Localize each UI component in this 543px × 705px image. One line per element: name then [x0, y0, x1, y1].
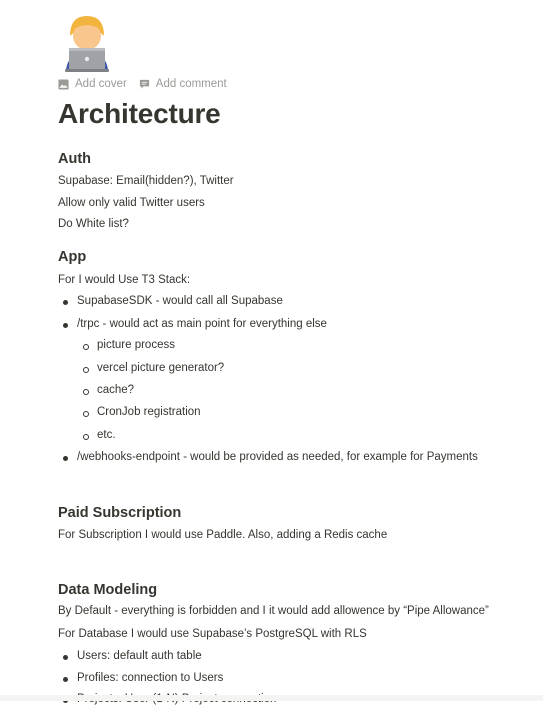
- data-modeling-heading[interactable]: Data Modeling: [58, 582, 158, 598]
- list-item-text: Profiles: connection to Users: [77, 672, 224, 684]
- bullet-icon: [63, 677, 68, 682]
- paid-subscription-text[interactable]: For Subscription I would use Paddle. Als…: [58, 529, 388, 541]
- add-comment-label: Add comment: [155, 78, 227, 90]
- image-icon: [58, 78, 69, 90]
- auth-heading[interactable]: Auth: [58, 151, 92, 167]
- list-item-text: cache?: [97, 384, 135, 396]
- add-cover-button[interactable]: Add cover: [58, 78, 127, 90]
- bullet-icon: [63, 300, 68, 305]
- auth-line[interactable]: Supabase: Email(hidden?), Twitter: [58, 175, 234, 187]
- add-cover-label: Add cover: [75, 78, 127, 90]
- sub-list-item[interactable]: CronJob registration: [83, 406, 201, 418]
- add-comment-button[interactable]: Add comment: [139, 78, 227, 90]
- hollow-bullet-icon: [83, 434, 89, 440]
- page-title[interactable]: Architecture: [58, 98, 221, 129]
- bullet-icon: [63, 456, 68, 461]
- hollow-bullet-icon: [83, 411, 89, 417]
- data-modeling-line[interactable]: For Database I would use Supabase’s Post…: [58, 628, 367, 640]
- sub-list-item[interactable]: picture process: [83, 339, 175, 351]
- sub-list-item[interactable]: vercel picture generator?: [83, 362, 225, 374]
- list-item[interactable]: /webhooks-endpoint - would be provided a…: [63, 451, 478, 463]
- hollow-bullet-icon: [83, 344, 89, 350]
- app-intro[interactable]: For I would Use T3 Stack:: [58, 274, 191, 286]
- bullet-icon: [63, 655, 68, 660]
- data-modeling-line[interactable]: By Default - everything is forbidden and…: [58, 605, 489, 617]
- bottom-edge: [0, 695, 543, 701]
- list-item-text: vercel picture generator?: [97, 362, 225, 374]
- list-item-text: /trpc - would act as main point for ever…: [77, 318, 327, 330]
- auth-line[interactable]: Allow only valid Twitter users: [58, 197, 205, 209]
- list-item-text: Users: default auth table: [77, 650, 202, 662]
- page-actions: Add cover Add comment: [58, 78, 227, 90]
- sub-list-item[interactable]: cache?: [83, 384, 135, 396]
- list-item[interactable]: Profiles: connection to Users: [63, 672, 224, 684]
- list-item-text: etc.: [97, 429, 116, 441]
- list-item[interactable]: Users: default auth table: [63, 650, 202, 662]
- comment-icon: [139, 79, 149, 89]
- list-item-text: SupabaseSDK - would call all Supabase: [77, 295, 283, 307]
- technologist-emoji-icon[interactable]: [62, 14, 112, 72]
- list-item-text: picture process: [97, 339, 175, 351]
- hollow-bullet-icon: [83, 389, 89, 395]
- list-item-text: /webhooks-endpoint - would be provided a…: [77, 451, 478, 463]
- sub-list-item[interactable]: etc.: [83, 429, 116, 441]
- list-item[interactable]: SupabaseSDK - would call all Supabase: [63, 295, 283, 307]
- hollow-bullet-icon: [83, 367, 89, 373]
- list-item-text: CronJob registration: [97, 406, 201, 418]
- bullet-icon: [63, 323, 68, 328]
- auth-line[interactable]: Do White list?: [58, 218, 129, 230]
- list-item[interactable]: /trpc - would act as main point for ever…: [63, 318, 327, 330]
- app-heading[interactable]: App: [58, 249, 87, 265]
- paid-subscription-heading[interactable]: Paid Subscription: [58, 505, 182, 521]
